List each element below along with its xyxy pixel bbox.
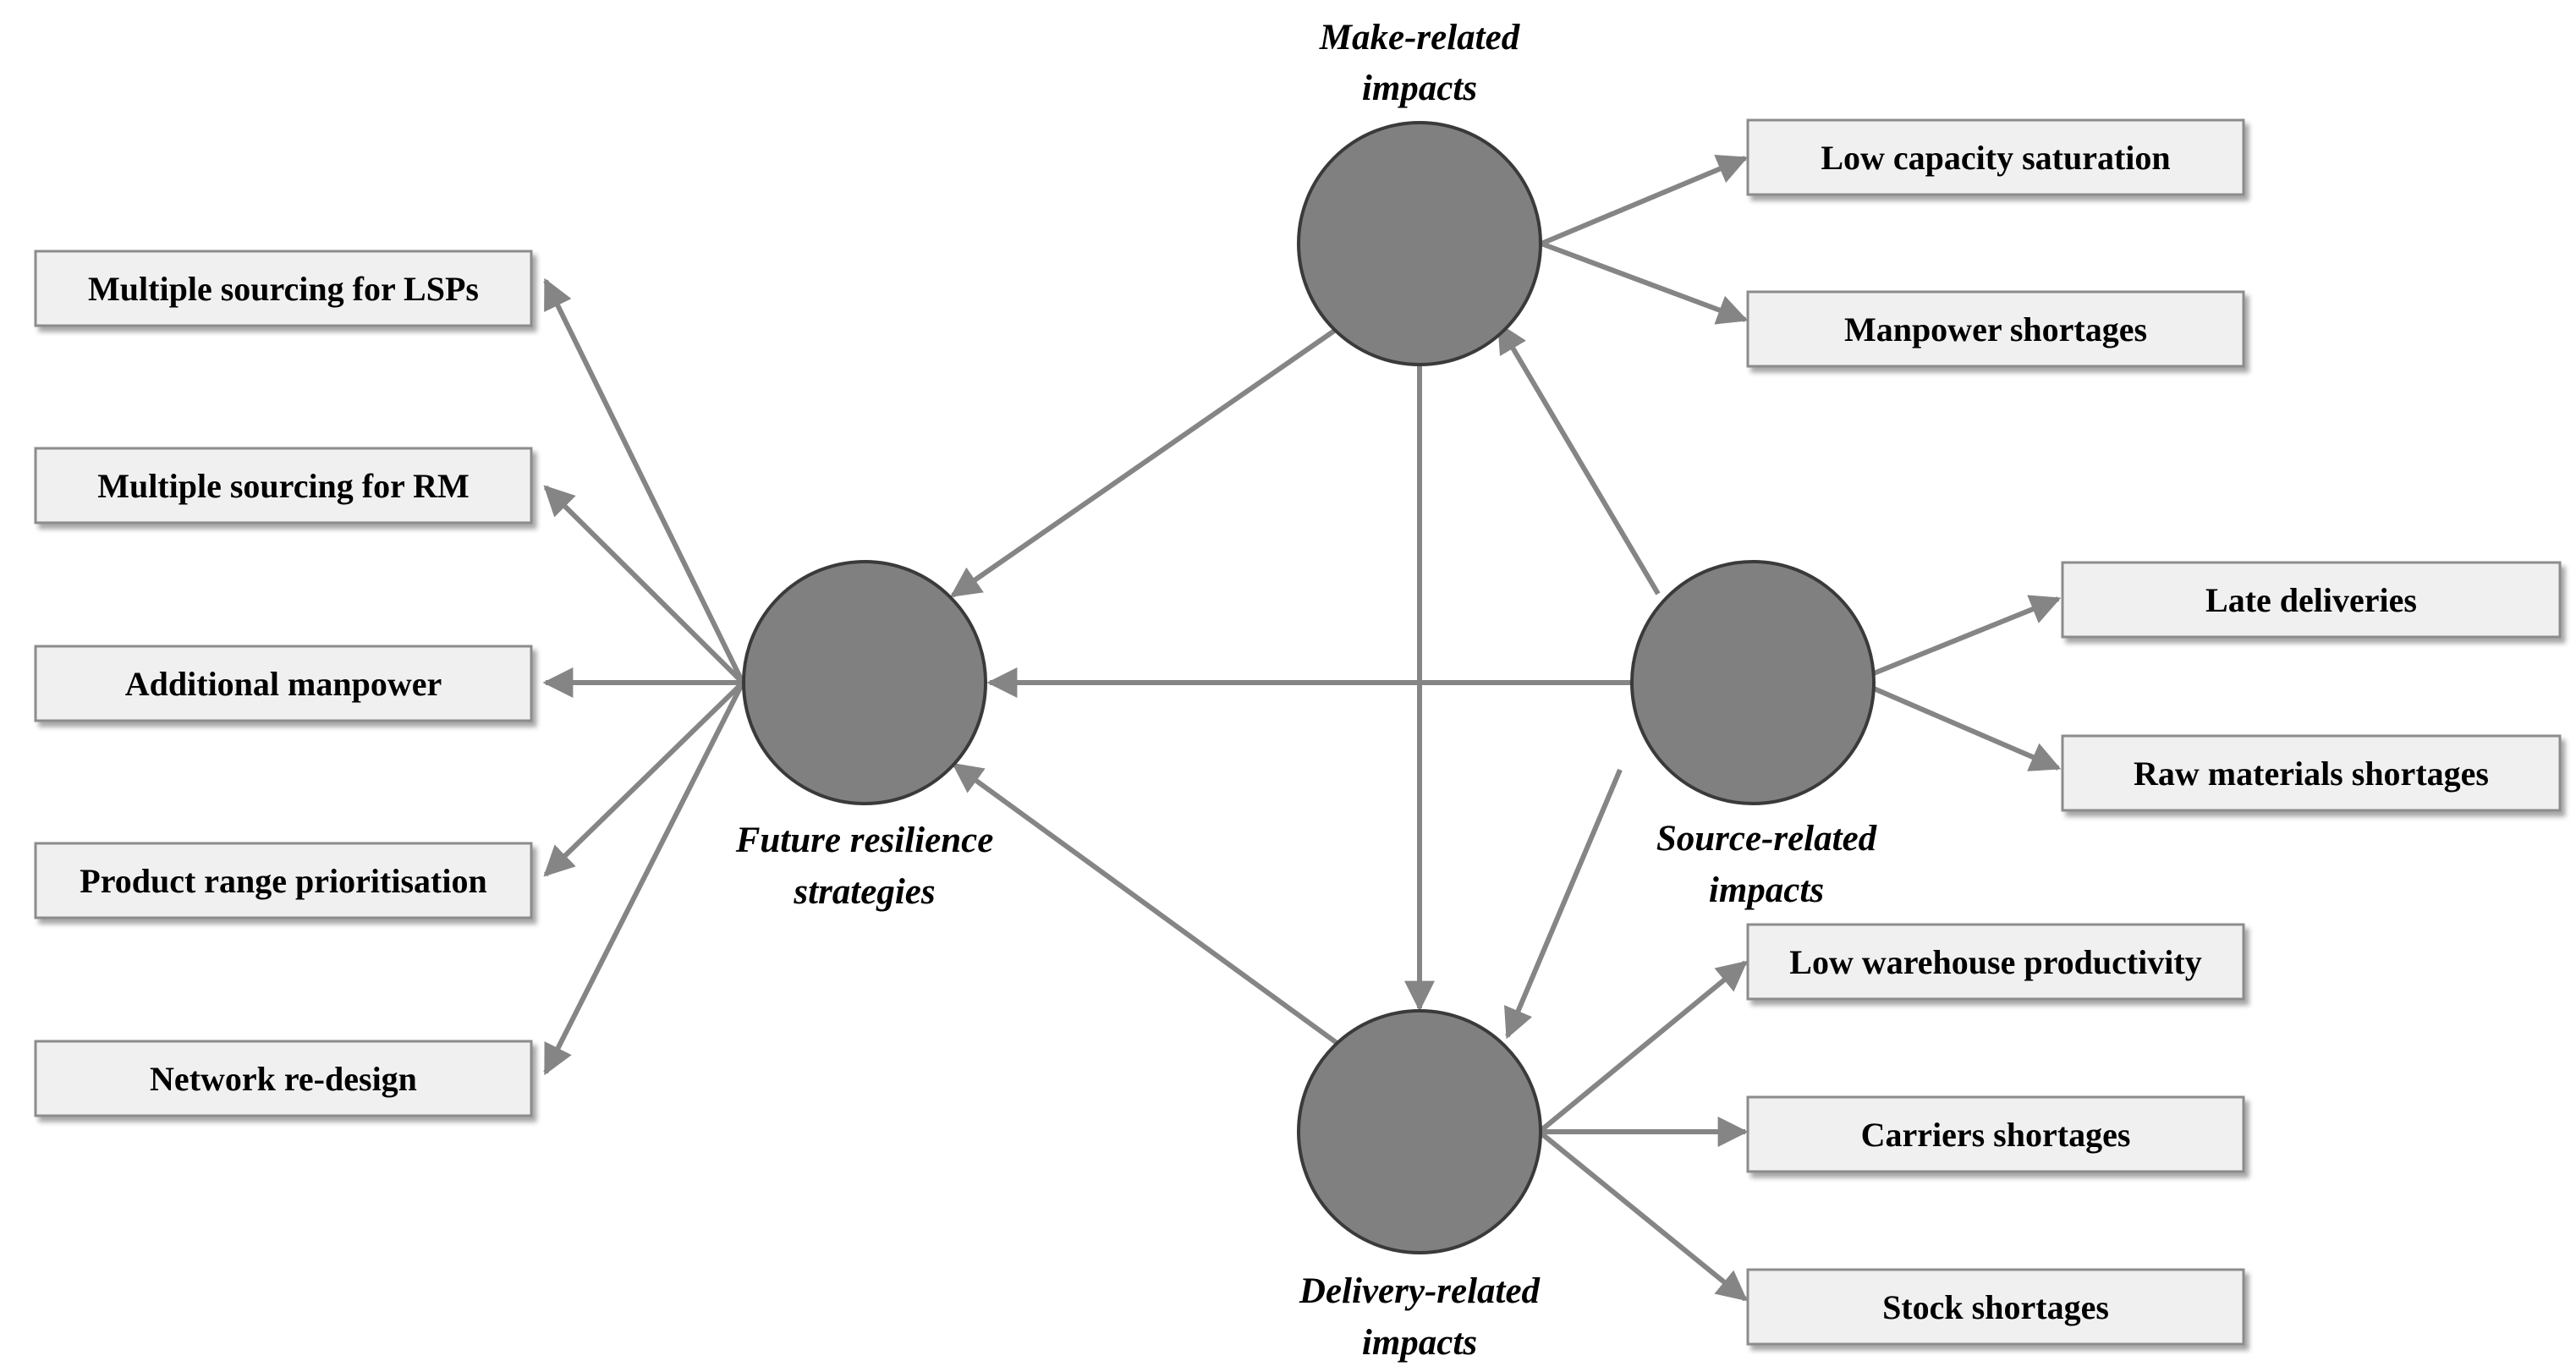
box-manpower-shortages: Manpower shortages — [1746, 290, 2245, 368]
box-carriers-shortages: Carriers shortages — [1746, 1095, 2245, 1173]
delivery-label-line2: impacts — [1362, 1323, 1477, 1363]
box-label: Network re-design — [150, 1060, 417, 1098]
box-multiple-sourcing-lsps: Multiple sourcing for LSPs — [34, 250, 533, 327]
arrow-to-raw-materials — [1872, 686, 2062, 771]
node-future-resilience-strategies — [742, 560, 987, 805]
make-label-line1: Make-related — [1319, 18, 1521, 58]
make-label-line2: impacts — [1362, 69, 1477, 108]
box-label: Raw materials shortages — [2134, 755, 2489, 793]
source-impact-boxes: Late deliveries Raw materials shortages — [2061, 561, 2562, 812]
box-label: Carriers shortages — [1861, 1116, 2131, 1154]
source-impact-arrows — [1872, 595, 2062, 771]
box-label: Manpower shortages — [1844, 310, 2147, 348]
arrow-to-network-redesign — [543, 681, 745, 1076]
arrow-source-to-delivery — [1504, 768, 1623, 1040]
box-label: Product range prioritisation — [80, 862, 486, 900]
make-impact-arrows — [1540, 154, 1749, 325]
box-product-range-prioritisation: Product range prioritisation — [34, 842, 533, 919]
box-low-warehouse-productivity: Low warehouse productivity — [1746, 923, 2245, 1001]
arrow-to-stock-shortages — [1540, 1131, 1748, 1302]
arrow-to-multiple-sourcing-lsps — [543, 277, 745, 684]
arrow-to-multiple-sourcing-rm — [543, 485, 745, 685]
arrow-to-low-capacity — [1540, 154, 1749, 246]
box-additional-manpower: Additional manpower — [34, 645, 533, 722]
node-delivery-related-impacts — [1297, 1009, 1542, 1254]
delivery-impact-arrows — [1540, 960, 1749, 1302]
make-impact-boxes: Low capacity saturation Manpower shortag… — [1746, 118, 2245, 368]
box-label: Low warehouse productivity — [1789, 943, 2201, 981]
future-label-line1: Future resilience — [735, 820, 994, 860]
node-labels: Make-related impacts Future resilience s… — [735, 18, 1878, 1363]
strategy-boxes: Multiple sourcing for LSPs Multiple sour… — [34, 250, 533, 1117]
box-late-deliveries: Late deliveries — [2061, 561, 2562, 639]
arrow-source-to-make — [1497, 321, 1661, 595]
node-source-related-impacts — [1630, 560, 1876, 805]
box-label: Low capacity saturation — [1821, 139, 2170, 177]
nodes — [742, 121, 1876, 1254]
box-label: Additional manpower — [125, 665, 442, 703]
box-stock-shortages: Stock shortages — [1746, 1268, 2245, 1346]
arrow-delivery-to-future — [952, 762, 1341, 1047]
future-label-line2: strategies — [793, 872, 935, 912]
box-low-capacity-saturation: Low capacity saturation — [1746, 118, 2245, 196]
strategy-arrows — [542, 277, 745, 1076]
box-raw-materials-shortages: Raw materials shortages — [2061, 734, 2562, 812]
box-multiple-sourcing-rm: Multiple sourcing for RM — [34, 447, 533, 524]
source-label-line1: Source-related — [1656, 819, 1878, 859]
arrow-make-to-future — [950, 325, 1341, 598]
box-network-redesign: Network re-design — [34, 1040, 533, 1117]
box-label: Stock shortages — [1882, 1288, 2109, 1326]
delivery-impact-boxes: Low warehouse productivity Carriers shor… — [1746, 923, 2245, 1346]
inter-node-arrows — [950, 321, 1661, 1047]
arrow-to-manpower-shortages — [1540, 241, 1749, 325]
node-make-related-impacts — [1297, 121, 1542, 366]
source-label-line2: impacts — [1709, 870, 1824, 910]
box-label: Multiple sourcing for RM — [97, 467, 470, 505]
arrow-to-low-warehouse — [1540, 960, 1748, 1133]
arrow-to-late-deliveries — [1872, 595, 2062, 676]
delivery-label-line1: Delivery-related — [1299, 1271, 1541, 1311]
box-label: Multiple sourcing for LSPs — [88, 270, 479, 308]
box-label: Late deliveries — [2205, 581, 2417, 619]
arrow-to-product-range — [543, 680, 745, 877]
